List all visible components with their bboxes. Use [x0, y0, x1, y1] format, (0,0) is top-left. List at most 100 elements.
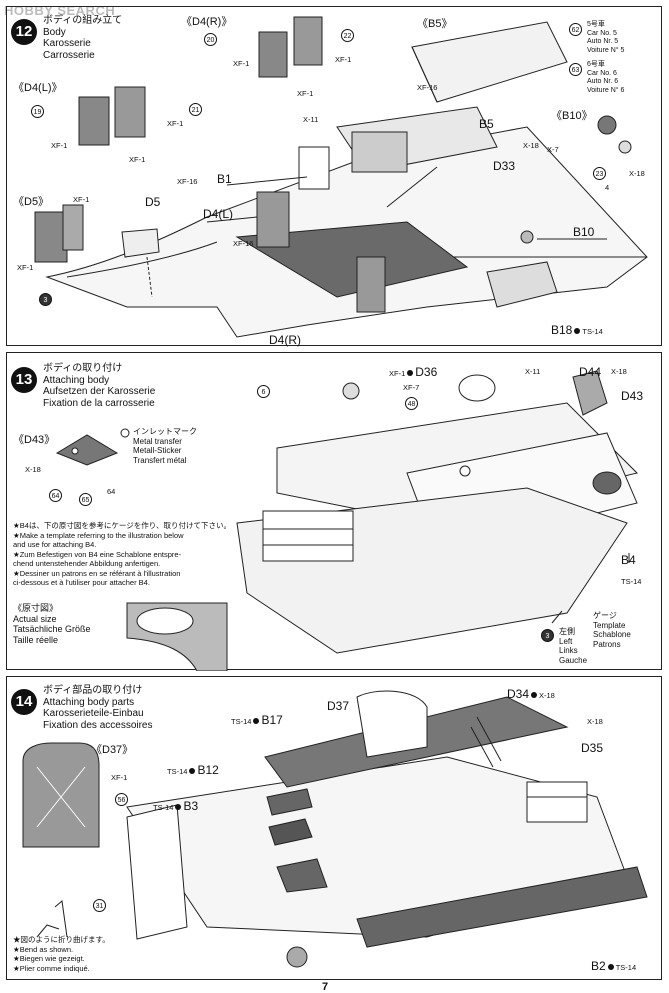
note-line: ★Dessiner un patrons en se référant à l'…	[13, 568, 181, 578]
car5-en: Car No. 5	[587, 29, 617, 37]
template-notes: ★B4は、下の原寸図を参考にケージを作り、取り付けて下さい。 ★Make a t…	[13, 521, 231, 588]
title-fr: Carrosserie	[43, 49, 95, 61]
part-d43-label: D43	[621, 389, 644, 403]
part-d33-label: D33	[493, 159, 516, 173]
title-jp: ボディの組み立て	[43, 15, 123, 26]
paint-xf7: XF-7	[403, 383, 420, 392]
decal-3: 3	[541, 629, 554, 642]
left-en: Left	[559, 636, 573, 646]
decal-63: 63	[569, 63, 582, 76]
part-d35-label: D35	[581, 741, 604, 755]
part-d5-label: D5	[145, 195, 161, 209]
title-fr: Fixation de la carrosserie	[43, 397, 155, 409]
d34-text: D34	[507, 687, 530, 701]
step-number: 14	[11, 689, 37, 715]
part-d44-label: D44	[579, 365, 602, 379]
title-en: Body	[43, 26, 66, 38]
decal-48: 48	[405, 397, 418, 410]
paint-ts14: TS-14	[621, 577, 642, 586]
step-title: ボディの取り付け Attaching body Aufsetzen der Ka…	[43, 363, 155, 409]
part-b1-label: B1	[217, 172, 232, 186]
decal-64b: 64	[107, 487, 116, 496]
car5-jp: 5号車	[587, 21, 605, 28]
step-number: 13	[11, 367, 37, 393]
paint-xf1: XF-1	[233, 59, 250, 68]
part-d4r-label: D4(R)	[269, 333, 301, 347]
step-13-panel: 13 ボディの取り付け Attaching body Aufsetzen der…	[6, 352, 662, 671]
b12-text: B12	[197, 763, 219, 777]
paint-x18: X-18	[611, 367, 627, 376]
actual-size-fr: Taille réelle	[13, 634, 59, 645]
d4r-header: 《D4(R)》	[181, 16, 233, 28]
actual-size-de: Tatsächliche Größe	[13, 624, 91, 634]
step-12-illustration	[34, 16, 648, 338]
template-fr: Patrons	[593, 639, 621, 649]
left-fr: Gauche	[559, 655, 588, 665]
paint-x18: X-18	[523, 141, 539, 150]
title-de: Karosserieteile-Einbau	[43, 708, 144, 719]
part-b10-label: B10	[573, 225, 595, 239]
template-jp: ゲージ	[593, 611, 617, 620]
decal-65: 65	[79, 493, 92, 506]
part-b5-label: B5	[479, 117, 494, 131]
step-14-illustration	[22, 690, 648, 968]
paint-xf16: XF-16	[233, 239, 254, 248]
part-b12-label: TS-14 B12	[167, 763, 219, 777]
left-legend: 左側 Left Links Gauche	[559, 627, 587, 665]
metal-transfer-jp: インレットマーク	[133, 427, 197, 436]
step-title: ボディ部品の取り付け Attaching body parts Karosser…	[43, 685, 153, 731]
decal-20: 20	[204, 33, 217, 46]
car5-de: Auto Nr. 5	[587, 38, 619, 45]
car6-fr: Voiture N° 6	[587, 86, 625, 94]
decal-23: 23	[593, 167, 606, 180]
metal-transfer-en: Metal transfer	[133, 436, 182, 446]
paint-xf1: XF-1	[129, 155, 146, 164]
note-line: ci-dessous et à l'utiliser pour attacher…	[13, 578, 150, 587]
note-line: ★B4は、下の原寸図を参考にケージを作り、取り付けて下さい。	[13, 521, 231, 530]
b2-text: B2	[591, 959, 606, 973]
paint-x18: X-18	[587, 717, 603, 726]
d37-header: 《D37》	[91, 744, 134, 756]
b10-header: 《B10》	[551, 110, 593, 122]
note-line: chend untenstehender Abbildung anfertige…	[13, 559, 161, 568]
paint-x7: X-7	[547, 145, 559, 154]
page-number: 7	[322, 981, 329, 993]
paint-xf1: XF-1	[111, 773, 128, 782]
title-en: Attaching body	[43, 374, 110, 386]
actual-size-en: Actual size	[13, 613, 57, 624]
part-b4-label: B4	[621, 553, 636, 567]
decal-19: 19	[31, 105, 44, 118]
note-line: ★Make a template referring to the illust…	[13, 530, 184, 540]
actual-size-label: 《原寸図》 Actual size Tatsächliche Größe Tai…	[13, 603, 91, 645]
car6-en: Car No. 6	[587, 69, 617, 77]
decal-4: 4	[605, 183, 610, 192]
bend-fr: ★Plier comme indiqué.	[13, 963, 90, 973]
title-en: Attaching body parts	[43, 696, 135, 708]
template-legend: ゲージ Template Schablone Patrons	[593, 611, 631, 649]
car6-legend: 6号車 Car No. 6 Auto Nr. 6 Voiture N° 6	[587, 61, 624, 95]
decal-21: 21	[189, 103, 202, 116]
actual-size-jp: 《原寸図》	[13, 603, 59, 613]
paint-xf16: XF-16	[417, 83, 438, 92]
ts14-text: TS-14	[582, 327, 603, 336]
step-13-illustration	[55, 370, 638, 671]
title-fr: Fixation des accessoires	[43, 719, 153, 731]
decal-22: 22	[341, 29, 354, 42]
metal-transfer-de: Metall-Sticker	[133, 446, 182, 455]
decal-62: 62	[569, 23, 582, 36]
paint-xf1: XF-1	[51, 141, 68, 150]
title-de: Aufsetzen der Karosserie	[43, 386, 156, 397]
paint-xf1: XF-1	[335, 55, 352, 64]
bend-notes: ★図のように折り曲げます。 ★Bend as shown. ★Biegen wi…	[13, 935, 110, 973]
title-jp: ボディの取り付け	[43, 363, 123, 374]
ts14-text: TS-14	[167, 767, 188, 776]
ts14-text: TS-14	[153, 803, 174, 812]
step-14-panel: 14 ボディ部品の取り付け Attaching body parts Karos…	[6, 676, 662, 980]
note-line: ★Zum Befestigen von B4 eine Schablone en…	[13, 549, 182, 559]
step-number: 12	[11, 19, 37, 45]
decal-31: 31	[93, 899, 106, 912]
left-de: Links	[559, 646, 578, 655]
decal-6: 6	[257, 385, 270, 398]
